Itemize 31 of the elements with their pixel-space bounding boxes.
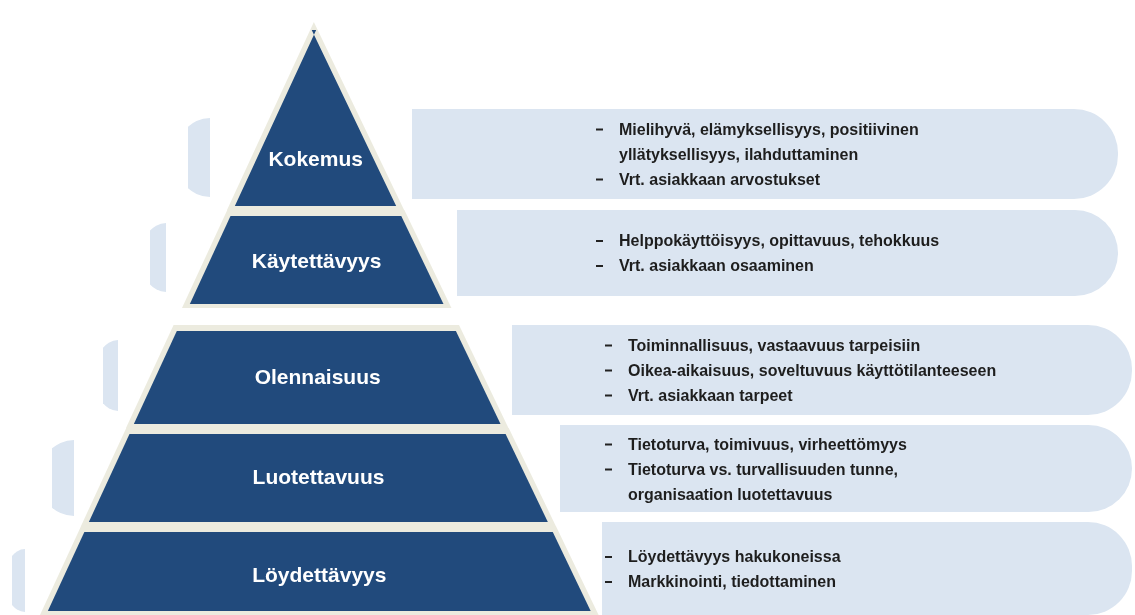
info-bar — [512, 325, 1132, 415]
pyramid-level — [227, 22, 405, 210]
bar-end-cap — [52, 440, 74, 516]
info-bar — [560, 425, 1132, 512]
bar-end-cap — [103, 340, 118, 411]
bullet-text: Mielihyvä, elämyksellisyys, positiivinen yllätyksellisyys, ilahduttaminen — [619, 119, 920, 165]
pyramid-level — [126, 325, 509, 428]
pyramid-level — [181, 210, 452, 308]
info-bar — [457, 210, 1118, 296]
bullet-text: Tietoturva, toimivuus, virheettömyys — [628, 434, 907, 455]
bullet-text: Helppokäyttöisyys, opittavuus, tehokkuus — [619, 231, 940, 251]
bullet-text: Löydettävyys hakukoneissa — [628, 546, 841, 567]
info-bar — [412, 109, 1118, 199]
bullet-text: Vrt. asiakkaan tarpeet — [628, 385, 793, 406]
bullet-text: Vrt. asiakkaan osaaminen — [619, 256, 814, 276]
bullet-text: Tietoturva vs. turvallisuuden tunne, organisaation luotettavuus — [628, 459, 899, 505]
bullet-text: Toiminnallisuus, vastaavuus tarpeisiin — [628, 335, 921, 356]
bar-end-cap — [188, 118, 210, 197]
bullet-text: Oikea-aikaisuus, soveltuvuus käyttötilanteeseen — [628, 360, 997, 381]
info-bar — [602, 522, 1132, 615]
bar-end-cap — [150, 223, 166, 292]
pyramid-level — [81, 428, 556, 526]
level-label: Olennaisuus — [254, 363, 381, 390]
bullet-text: Vrt. asiakkaan arvostukset — [619, 169, 820, 190]
pyramid-level — [40, 526, 599, 615]
level-label: Luotettavuus — [252, 464, 385, 491]
bar-end-cap — [12, 549, 25, 612]
level-label: Löydettävyys — [252, 562, 387, 589]
bullet-text: Markkinointi, tiedottaminen — [628, 571, 836, 592]
level-label: Kokemus — [268, 146, 363, 173]
level-label: Käytettävyys — [251, 248, 382, 275]
